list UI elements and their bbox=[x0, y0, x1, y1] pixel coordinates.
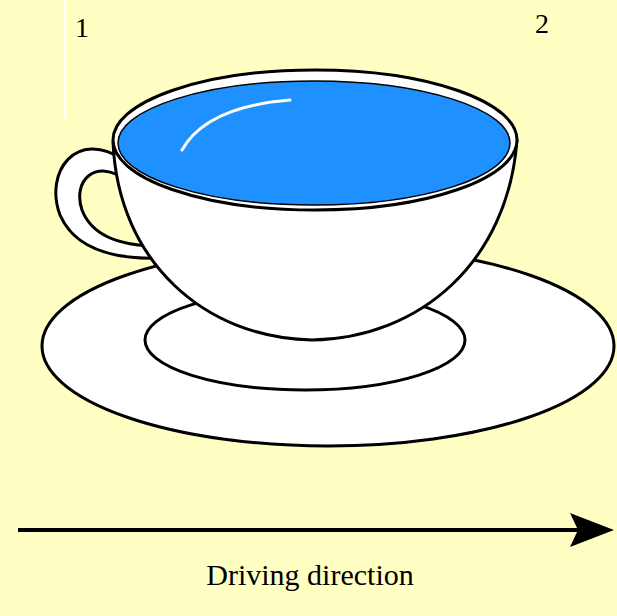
callout-number: 2 bbox=[535, 10, 549, 38]
direction-arrow bbox=[18, 528, 580, 532]
direction-label: Driving direction bbox=[206, 560, 413, 590]
water bbox=[118, 81, 510, 205]
arrow-head bbox=[570, 513, 614, 547]
cup-rim bbox=[113, 70, 517, 210]
water-highlight bbox=[182, 100, 290, 150]
marker-line bbox=[64, 0, 66, 120]
callout-number: 1 bbox=[75, 14, 89, 42]
